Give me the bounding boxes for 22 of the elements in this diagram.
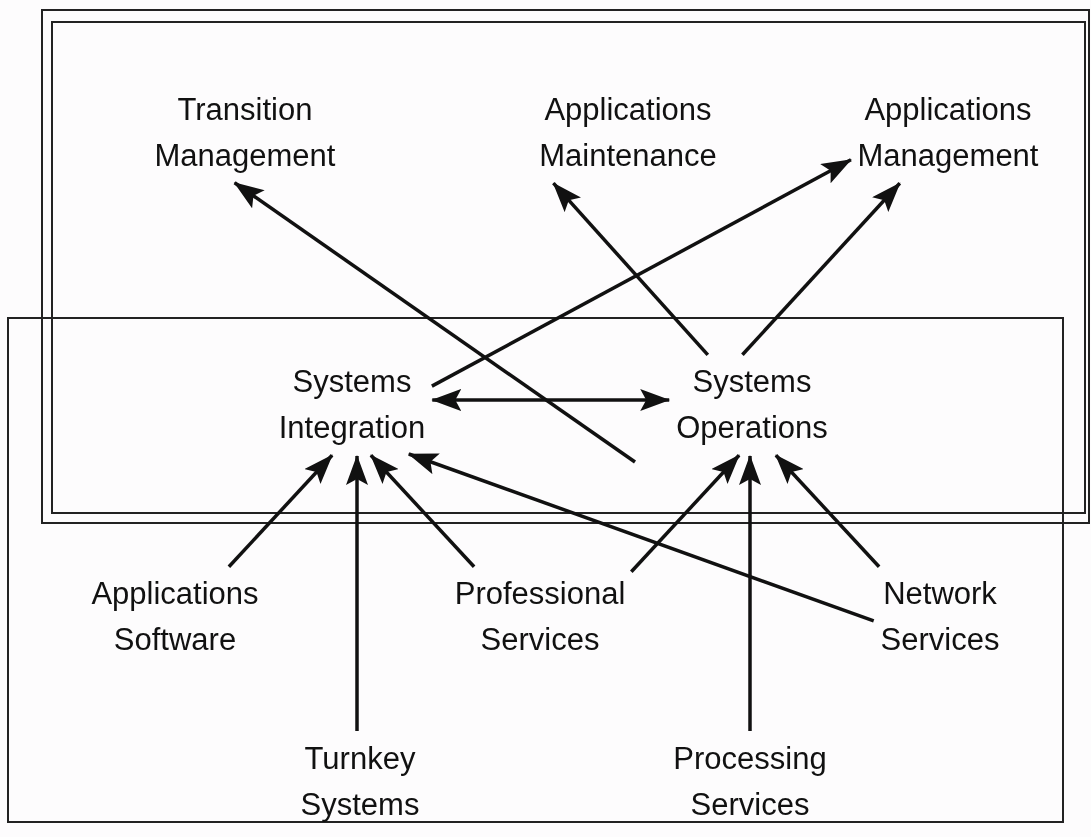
node-label: Turnkey Systems (296, 734, 424, 830)
node-label: Network Services (876, 569, 1004, 665)
arrow (552, 182, 710, 356)
node-label: Applications Software (87, 569, 263, 665)
arrow (739, 455, 761, 731)
node-label: Professional Services (450, 569, 630, 665)
arrow (774, 454, 881, 568)
node-label: Applications Maintenance (535, 85, 721, 181)
arrow (407, 452, 875, 623)
arrow (346, 455, 368, 731)
node-label: Systems Operations (672, 357, 832, 453)
arrow (431, 158, 852, 388)
node-label: Applications Management (853, 85, 1043, 181)
arrow (630, 454, 741, 573)
node-label: Transition Management (150, 85, 340, 181)
arrow (233, 181, 636, 464)
node-label: Processing Services (669, 734, 831, 830)
arrow (741, 182, 902, 356)
arrow (369, 454, 476, 568)
arrow (431, 389, 671, 411)
node-label: Systems Integration (274, 357, 430, 453)
arrow (227, 454, 334, 568)
